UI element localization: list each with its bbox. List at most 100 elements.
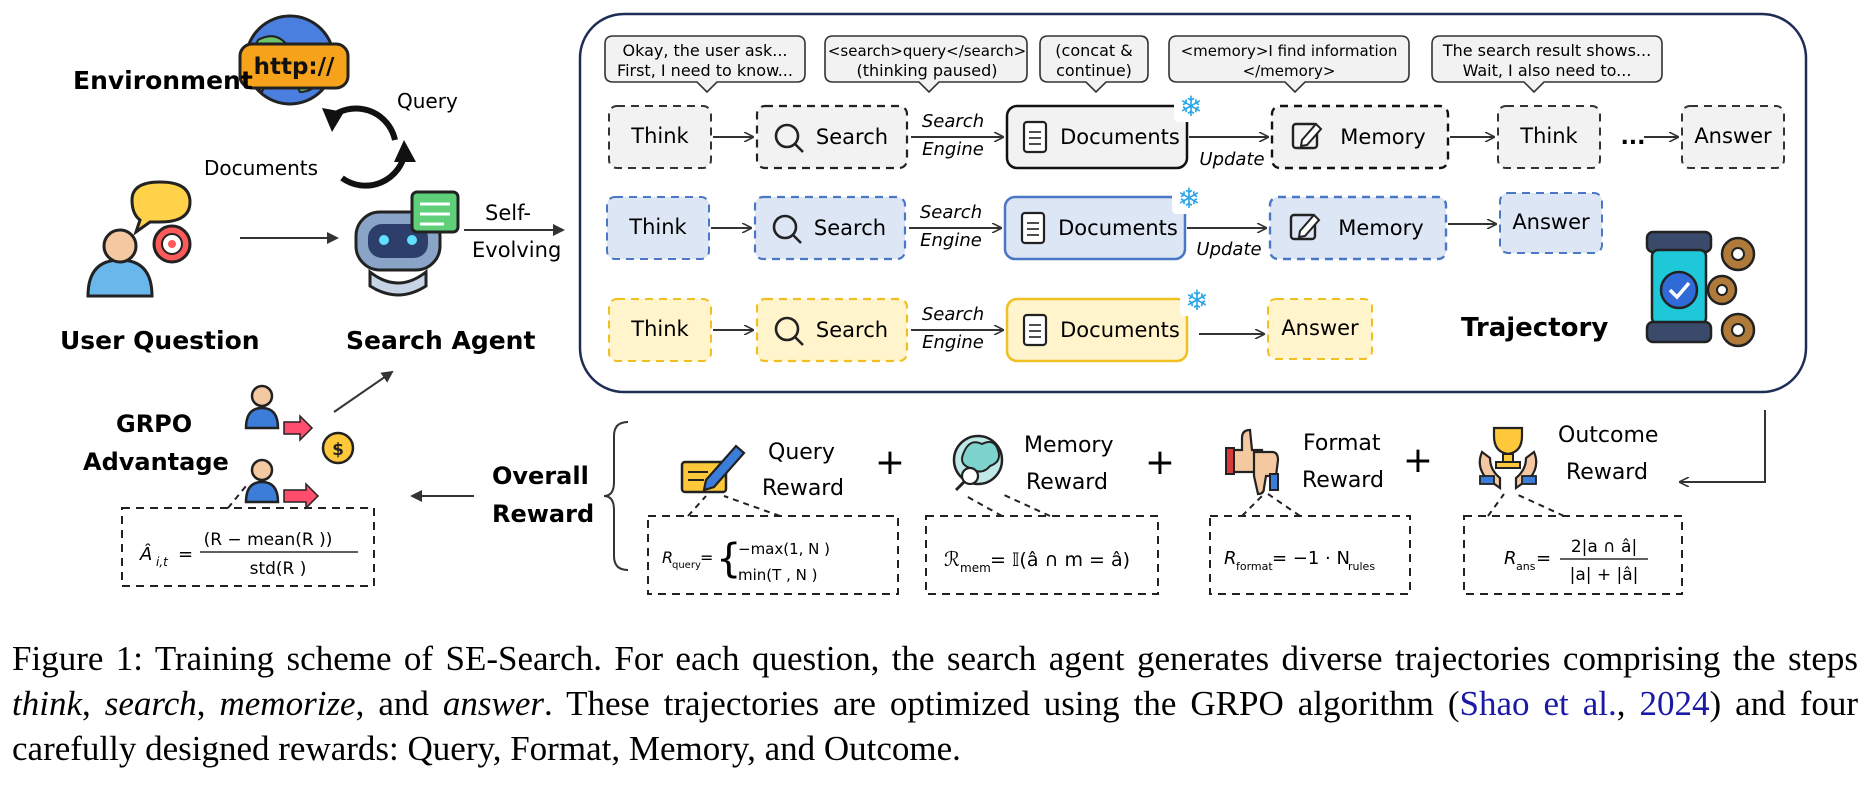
think-node: [608, 105, 712, 169]
memory-reward-label-2: Reward: [1026, 470, 1108, 495]
gear-machine-icon: [1645, 230, 1756, 348]
advantage-formula-box: [121, 507, 375, 587]
svg-text:Search: Search: [922, 111, 984, 132]
svg-text:{: {: [716, 536, 741, 582]
svg-text:std(R ): std(R ): [250, 559, 307, 579]
row-2: Think Search Search Engine Documents ❄ U…: [606, 180, 1603, 261]
svg-text:Search: Search: [816, 318, 888, 342]
svg-text:|a| + |â|: |a| + |â|: [1570, 565, 1639, 585]
bubble-search: <search>query</search> (thinking paused): [824, 35, 1028, 94]
documents-node: [1003, 195, 1187, 261]
ellipsis: ...: [1620, 125, 1645, 150]
svg-text:The search result shows...: The search result shows...: [1442, 41, 1651, 60]
svg-text:Documents: Documents: [1060, 125, 1180, 149]
memory-formula-box: ℛ mem = 𝕀(â ∩ m = â): [925, 493, 1159, 595]
memory-reward-label-1: Memory: [1024, 433, 1113, 458]
svg-text:Think: Think: [630, 317, 689, 341]
brace: [603, 421, 629, 571]
document-icon: [1022, 313, 1048, 347]
search-icon: [774, 316, 800, 342]
grpo-label-2: Advantage: [83, 448, 229, 476]
documents-label: Documents: [204, 156, 318, 180]
format-formula-box: R format = −1 · N rules: [1209, 493, 1411, 595]
svg-text:Search: Search: [920, 202, 982, 223]
document-icon: [1020, 211, 1046, 245]
citation-year-link[interactable]: 2024: [1639, 684, 1710, 723]
search-agent-label: Search Agent: [346, 326, 535, 355]
environment-label: Environment: [73, 66, 253, 95]
cycle-arrows-icon: [322, 105, 416, 189]
http-badge: http://: [238, 42, 350, 90]
overall-reward-label-2: Reward: [492, 500, 594, 528]
bubble-concat: (concat & continue): [1039, 35, 1149, 94]
format-reward-label-1: Format: [1303, 431, 1381, 456]
think-node-2: [1497, 105, 1601, 169]
plus-2: +: [1145, 442, 1175, 483]
svg-text:Think: Think: [628, 215, 687, 239]
svg-text:Wait, I also need to...: Wait, I also need to...: [1463, 61, 1632, 80]
self-evolving-label-2: Evolving: [472, 238, 561, 262]
search-node: [755, 297, 909, 363]
svg-text:Engine: Engine: [922, 332, 984, 353]
svg-text:Memory: Memory: [1338, 216, 1423, 240]
search-icon: [774, 123, 800, 149]
svg-text:Documents: Documents: [1058, 216, 1178, 240]
row-1: Think Search Search Engine Documents ❄ U…: [608, 88, 1785, 170]
robot-icon: [354, 190, 460, 297]
answer-node: [1681, 105, 1785, 169]
arrow-trajectory-to-reward: [1680, 410, 1766, 482]
trajectory-panel: [578, 12, 1808, 394]
svg-text:continue): continue): [1056, 61, 1132, 80]
figure-caption: Figure 1: Training scheme of SE-Search. …: [12, 639, 1859, 768]
svg-text:ans: ans: [1516, 560, 1536, 573]
svg-text:Think: Think: [1519, 124, 1578, 148]
http-label: http://: [254, 54, 335, 80]
format-reward-label-2: Reward: [1302, 468, 1384, 493]
row-3: Think Search Search Engine Documents ❄ A…: [608, 282, 1373, 363]
citation-author-link[interactable]: Shao et al.: [1459, 684, 1617, 723]
svg-text:Search: Search: [816, 125, 888, 149]
memory-reward-icon: [952, 434, 1004, 492]
outcome-reward-label-2: Reward: [1566, 460, 1648, 485]
svg-text:Answer: Answer: [1694, 124, 1772, 148]
svg-text:Answer: Answer: [1512, 210, 1590, 234]
query-formula-box: R query = { −max(1, N ) min(T , N ): [647, 495, 899, 595]
bubble-think: Okay, the user ask... First, I need to k…: [604, 35, 806, 94]
svg-text:=: =: [178, 544, 193, 565]
svg-text:i,t: i,t: [156, 555, 169, 569]
svg-text:rules: rules: [1348, 560, 1375, 573]
search-icon: [772, 214, 798, 240]
query-label: Query: [397, 89, 458, 113]
answer-node: [1499, 192, 1603, 254]
svg-text:Documents: Documents: [1060, 318, 1180, 342]
plus-3: +: [1403, 440, 1433, 481]
search-node: [755, 104, 909, 170]
search-node: [753, 195, 907, 261]
bubble-memory: <memory>I find information </memory>: [1168, 35, 1410, 94]
svg-text:= −1 · N: = −1 · N: [1272, 548, 1350, 569]
edit-icon: [1291, 122, 1323, 150]
svg-text:R: R: [1504, 548, 1517, 569]
snowflake-icon: ❄: [1185, 284, 1208, 317]
document-icon: [1022, 120, 1048, 154]
svg-text:min(T , N ): min(T , N ): [738, 566, 817, 584]
svg-text:format: format: [1236, 560, 1273, 573]
query-reward-label-2: Reward: [762, 476, 844, 501]
svg-text:mem: mem: [960, 561, 991, 575]
svg-text:Search: Search: [922, 304, 984, 325]
svg-text:(thinking paused): (thinking paused): [856, 61, 997, 80]
grpo-label-1: GRPO: [116, 410, 192, 438]
svg-text:Update: Update: [1196, 239, 1261, 260]
svg-text:−max(1, N ): −max(1, N ): [738, 540, 830, 558]
svg-text:=: =: [1536, 548, 1551, 569]
advantage-formula: Â i,t = (R − mean(R )) std(R ): [139, 530, 358, 579]
svg-text:=: =: [700, 548, 713, 567]
self-evolving-label-1: Self-: [485, 201, 531, 225]
svg-text:<search>query</search>: <search>query</search>: [828, 42, 1026, 60]
think-node: [606, 196, 710, 260]
svg-text:Search: Search: [814, 216, 886, 240]
svg-text:</memory>: </memory>: [1243, 62, 1336, 80]
documents-node: [1005, 297, 1189, 363]
svg-text:query: query: [672, 560, 701, 571]
